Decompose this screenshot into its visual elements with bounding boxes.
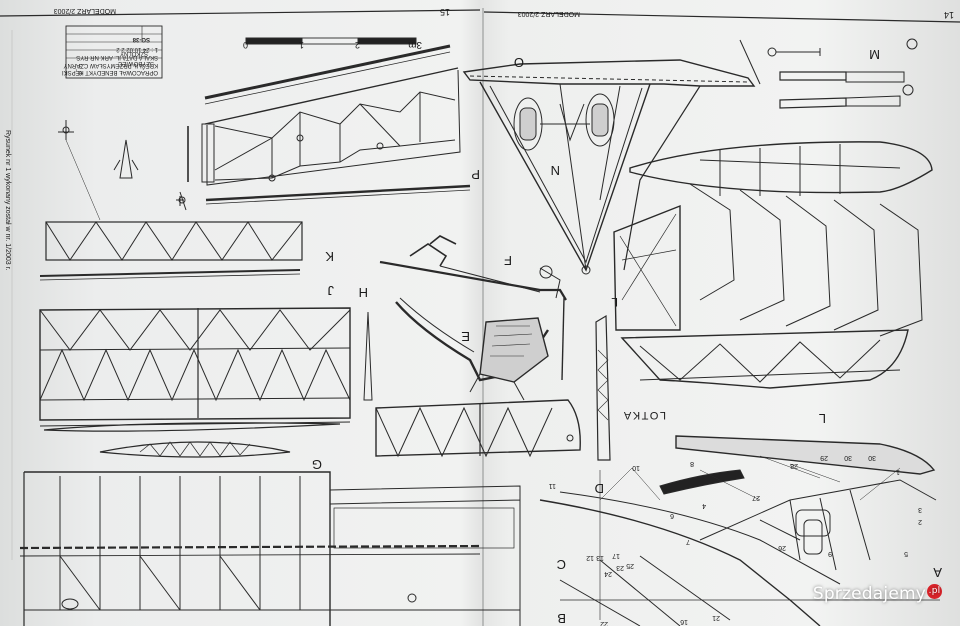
part-o-fuselage (462, 39, 761, 275)
num-26: 27 (752, 494, 760, 501)
num-23: 24 (604, 570, 612, 577)
label-l-small: L (611, 295, 618, 309)
title-line1: SZYBOWIEC (117, 60, 154, 66)
label-j: J (328, 283, 335, 298)
num-10: 10 (632, 464, 640, 471)
num-22: 23 (616, 564, 624, 571)
watermark-text: Sprzedajemy (812, 584, 926, 604)
num-21: 22 (600, 620, 608, 626)
num-16: 16 (680, 618, 688, 625)
title-author: OPRACOWAŁ BENEDYKT KĘPSKI (62, 69, 158, 75)
page-number-left: 15 (440, 7, 450, 17)
label-lotka: LOTKA (622, 409, 666, 421)
label-d: D (595, 481, 604, 496)
rear-fuselage-detail (539, 435, 940, 626)
left-header-rule (0, 9, 481, 17)
part-d-rib (375, 399, 581, 458)
label-b: B (557, 611, 566, 626)
num-18: 21 (712, 614, 720, 621)
title-line2: SZKOLNY (120, 50, 148, 56)
title-values-row: 1 : 24 10.02 2 2 (116, 46, 158, 52)
part-k-rib (39, 221, 303, 281)
title-block (65, 25, 163, 79)
tail-elevation (629, 141, 933, 196)
num-29: 30 (844, 454, 852, 461)
rib-templates (689, 183, 923, 337)
num-27: 28 (790, 462, 798, 469)
num-1: 1 (896, 468, 900, 475)
label-a: A (933, 565, 942, 580)
num-25: 26 (778, 544, 786, 551)
num-28: 29 (820, 454, 828, 461)
num-9: 9 (828, 550, 832, 557)
part-g-airfoil (43, 422, 341, 458)
label-e: E (461, 329, 470, 344)
part-l-fuselage (613, 204, 909, 389)
num-30: 30 (868, 454, 876, 461)
label-n: N (551, 163, 560, 178)
part-h-wing-rib (39, 307, 373, 427)
num-7: 7 (686, 538, 690, 545)
scale-tick-2: 2 (355, 40, 360, 50)
leader-lines (599, 455, 901, 501)
scale-tick-1: 1 (299, 40, 304, 50)
right-header-rule (483, 11, 960, 23)
title-model: SG-38 (132, 36, 150, 42)
label-h: H (359, 285, 368, 300)
num-8: 8 (690, 460, 694, 467)
label-g: G (312, 457, 322, 472)
part-n-skids (513, 93, 615, 151)
num-6: 6 (670, 512, 674, 519)
title-drawn-by: KREŚLIŁ PRZEMYSŁAW CZARNY (64, 62, 158, 70)
watermark-badge: .pl (927, 584, 942, 599)
num-5: 5 (904, 550, 908, 557)
title-header-row: SKALA DATA IL. ARK NR RYS (76, 54, 158, 60)
page-header-right: MODELARZ 2/2003 (518, 10, 580, 17)
page-header-left: MODELARZ 2/2003 (54, 7, 116, 14)
num-11: 11 (549, 482, 556, 489)
label-p: P (471, 167, 480, 182)
num-4: 4 (702, 502, 706, 509)
label-f: F (504, 253, 512, 268)
wing-panel (19, 471, 521, 626)
label-l: L (819, 411, 826, 426)
scale-unit: 3m (408, 39, 422, 50)
scale-bar (245, 37, 417, 45)
num-24: 25 (626, 562, 634, 569)
part-p-truss (187, 44, 461, 186)
label-m: M (869, 47, 880, 62)
scale-tick-0: 0 (243, 40, 248, 50)
num-17: 17 (612, 552, 620, 559)
part-m-fittings (767, 38, 918, 109)
page-number-right: 14 (944, 10, 954, 20)
watermark: Sprzedajemy.pl (813, 584, 942, 604)
num-12: 12 (586, 554, 594, 561)
num-2: 2 (918, 518, 922, 525)
part-e-seat (395, 297, 549, 401)
part-f-frame (379, 235, 567, 381)
title-row-b: 3 (78, 62, 82, 68)
num-13: 13 (596, 554, 604, 561)
small-fittings (58, 120, 184, 221)
label-c: C (557, 557, 566, 572)
title-row-a: 8 (78, 69, 82, 75)
lower-spar (178, 184, 471, 211)
num-3: 3 (918, 506, 922, 513)
side-note: Rysunek nr 1 wykonany został w nr. 1/200… (4, 130, 11, 271)
label-k: K (325, 249, 334, 264)
aileron (595, 314, 611, 461)
label-o: O (514, 55, 524, 70)
